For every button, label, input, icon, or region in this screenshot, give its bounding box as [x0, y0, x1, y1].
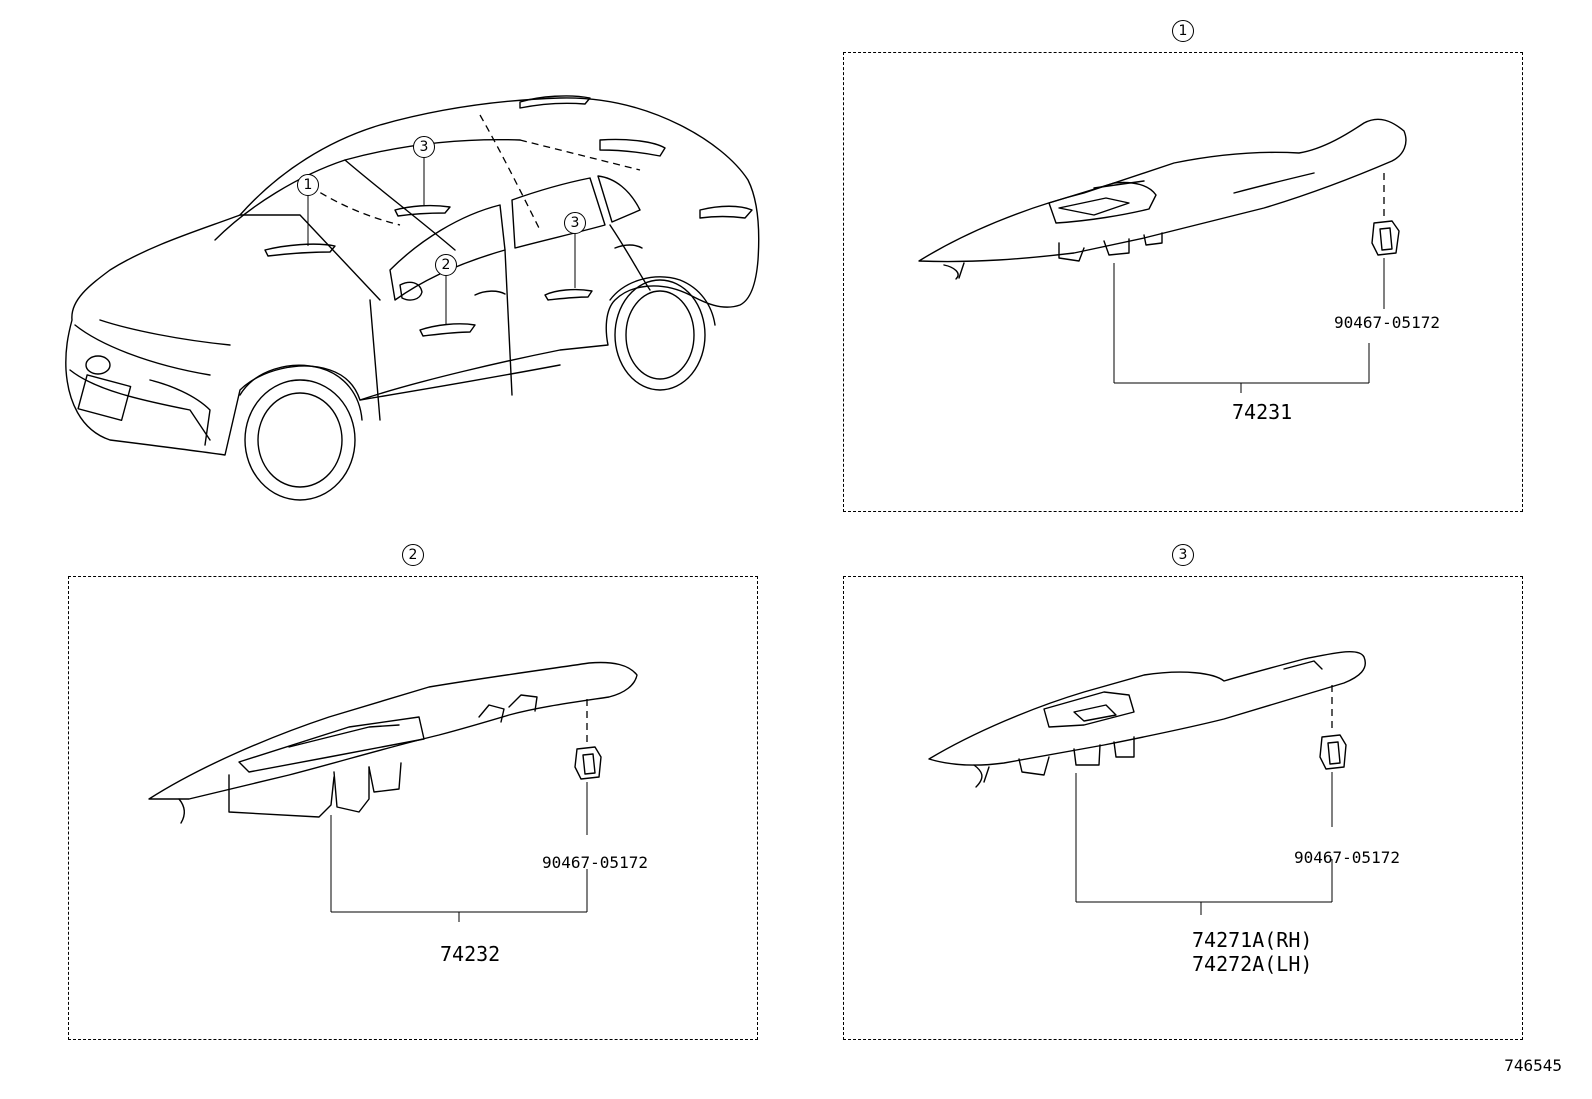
overview-callout-3-rear: 3 — [564, 212, 586, 234]
panel-1-part-number: 74231 — [1232, 400, 1293, 424]
vehicle-overview-drawing — [65, 95, 760, 501]
panel-2 — [68, 576, 758, 1040]
armrest-switch-base-3-drawing — [928, 651, 1366, 915]
panel-3-part-number-lh: 74272A(LH) — [1192, 952, 1313, 976]
panel-3-callout: 3 — [1172, 544, 1194, 566]
panel-1-callout: 1 — [1172, 20, 1194, 42]
panel-3-part-number-rh: 74271A(RH) — [1192, 928, 1313, 952]
overview-callout-3-front: 3 — [413, 136, 435, 158]
panel-2-part-number: 74232 — [440, 942, 501, 966]
armrest-switch-base-1-drawing — [918, 118, 1407, 393]
overview-callout-2: 2 — [435, 254, 457, 276]
panel-2-clip-part-number: 90467-05172 — [542, 853, 648, 872]
panel-2-callout: 2 — [402, 544, 424, 566]
panel-1-clip-part-number: 90467-05172 — [1334, 313, 1440, 332]
panel-3 — [843, 576, 1523, 1040]
panel-1 — [843, 52, 1523, 512]
armrest-switch-base-2-drawing — [148, 661, 638, 922]
overview-callout-1: 1 — [297, 174, 319, 196]
panel-3-clip-part-number: 90467-05172 — [1294, 848, 1400, 867]
diagram-id: 746545 — [1504, 1056, 1562, 1075]
